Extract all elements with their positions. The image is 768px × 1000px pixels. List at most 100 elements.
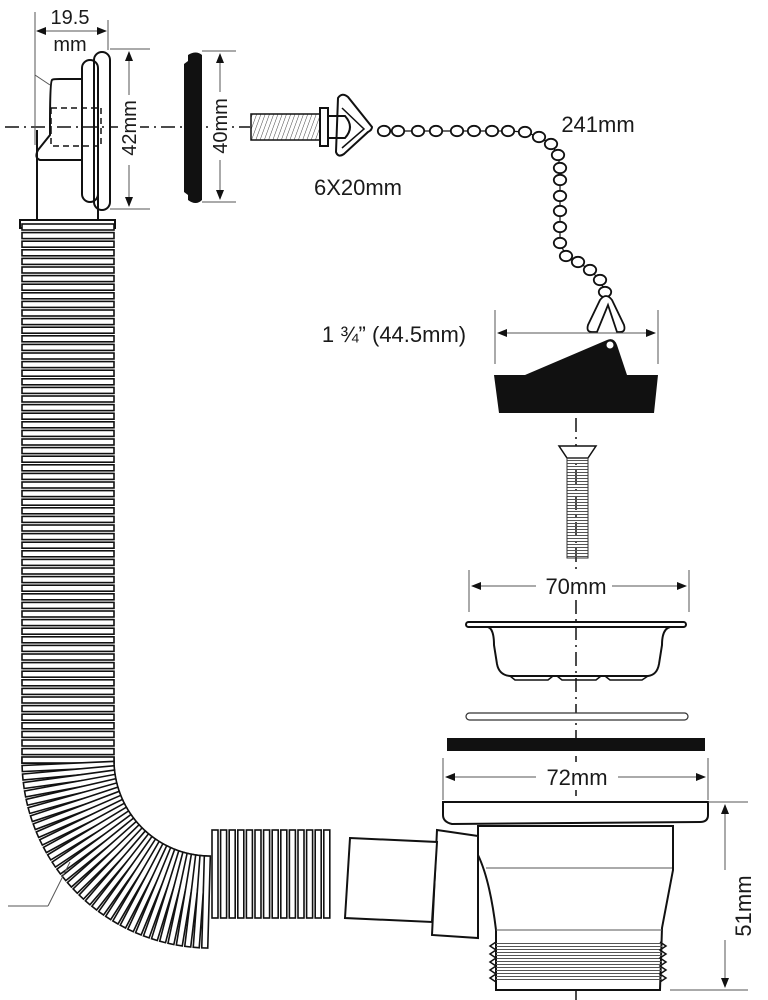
chain-bead [570,255,586,269]
hose-rib [21,386,115,395]
hose-rib [21,317,115,326]
hose-rib [21,592,115,601]
hose-rib [211,829,219,919]
hose-rib [21,541,115,550]
hose-rib [21,223,115,231]
hose-rib [21,326,115,335]
hose-rib [21,739,115,747]
hose-rib [228,829,236,919]
hose-rib [21,309,115,317]
hose-rib [21,463,115,472]
overflow-unit [19,12,116,229]
chain-bead [410,124,426,138]
strainer-grid [465,621,687,681]
hose-rib [21,601,115,610]
label-chain-length: 241mm [561,112,634,137]
hose-rib [21,240,115,248]
hose-rib [21,627,115,636]
hose-rib [21,403,115,412]
hose-rib [21,747,115,756]
hose-rib [279,829,288,919]
hose-rib [21,266,115,274]
label-flange-diameter: 72mm [546,765,607,790]
flat-washer [465,712,689,721]
chain-bead [428,124,444,138]
overflow-screw [250,93,374,157]
waste-body [343,801,709,991]
hose-rib [21,653,115,661]
chain-bead [376,124,392,138]
hose-rib [21,618,115,627]
chain-bead [552,220,568,234]
hose-rib [21,575,115,584]
hose-rib [21,360,115,369]
hose-rib [21,567,115,575]
chain-bead [552,173,568,187]
chain-bead [552,204,568,218]
hose-rib [21,334,115,343]
hose-rib [21,678,115,687]
hose-rib [297,829,305,919]
label-plug-diameter: 1 ¾” (44.5mm) [322,322,466,347]
overflow-washer [184,52,202,203]
hose-rib [21,635,115,644]
hose-rib [21,412,115,421]
rubber-plug [494,339,658,413]
chain-bead [552,161,568,175]
hose-rib [21,558,115,567]
label-body-height: 51mm [731,875,756,936]
hose-rib [21,420,115,429]
label-overflow-depth-unit: mm [53,34,86,56]
chain-bead [466,124,482,138]
hose-rib [21,438,115,446]
hose-rib [21,515,115,524]
chain-clip [586,295,626,333]
label-overflow-height: 42mm [119,100,141,156]
chain-bead [550,148,566,162]
hose-rib [21,506,115,515]
hose-rib [237,829,245,919]
hose-rib [21,498,115,507]
hose-rib [21,300,115,309]
hose-rib [305,829,314,919]
hose-rib [21,730,115,739]
hose-rib [21,610,115,618]
hose-rib [21,532,115,541]
hose-rib [21,283,115,292]
hose-rib [21,670,115,679]
hose-rib [21,455,115,464]
hose-rib [245,829,254,919]
chain-bead [449,124,465,138]
chain-bead [552,189,568,203]
hose-rib [21,721,115,730]
chain-bead [500,124,516,138]
hose-rib [21,257,115,266]
hose-rib [322,829,331,919]
hose-rib [21,713,115,722]
hose-rib [21,661,115,670]
chain-bead [543,137,559,151]
hose-rib [21,377,115,386]
hose-rib [271,829,280,919]
chain-bead [517,125,533,139]
hose-rib [21,549,115,558]
hose-rib [200,855,212,949]
chain-bead [484,124,500,138]
hose-rib [219,829,228,919]
hose-rib [21,249,115,257]
label-screw-size: 6X20mm [314,175,402,200]
hose-rib [21,291,115,300]
chain-bead [531,130,547,144]
flexible-hose [21,223,331,949]
hose-rib [21,524,115,532]
plug-chain [376,124,613,299]
hose-rib [262,829,271,919]
hose-rib [21,696,115,704]
chain-bead [390,124,406,138]
hose-rib [21,231,115,240]
hose-rib [21,395,115,403]
hose-rib [21,369,115,378]
hose-rib [21,274,115,283]
